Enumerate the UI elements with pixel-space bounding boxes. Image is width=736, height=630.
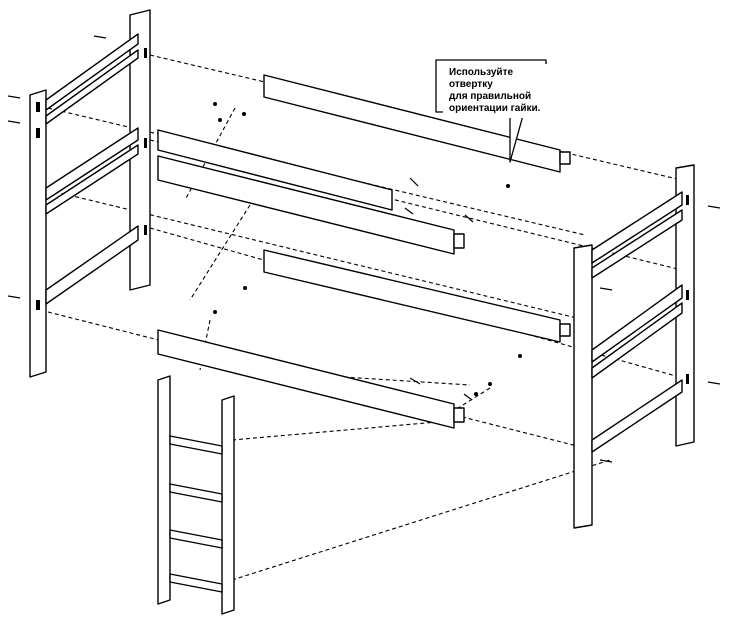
ladder-left-stile — [157, 375, 171, 605]
bolt — [707, 381, 721, 385]
left-post-slot-mid — [36, 128, 40, 138]
left-headboard — [29, 9, 151, 378]
bolt — [404, 207, 414, 215]
left-top-rail — [45, 33, 139, 111]
side-rails — [157, 74, 571, 429]
bolt — [464, 214, 474, 223]
right-back-post — [675, 164, 695, 447]
right-headboard — [573, 164, 695, 529]
front-upper-rail-a — [157, 129, 393, 211]
left-front-post — [29, 89, 47, 378]
nut — [218, 118, 222, 122]
left-back-slot-bottom — [144, 225, 147, 235]
ladder-right-stile — [221, 395, 235, 615]
bolt — [409, 377, 421, 385]
nut — [243, 286, 247, 290]
bolt — [7, 120, 21, 124]
back-upper-rail-tenon — [559, 151, 571, 165]
bolt — [707, 205, 721, 209]
left-bottom-rail — [45, 225, 139, 305]
bolt — [7, 95, 21, 99]
back-lower-rail-tenon — [559, 323, 571, 337]
back-lower-rail — [263, 249, 561, 343]
left-middle-rail — [45, 127, 139, 201]
left-back-slot-mid — [144, 138, 147, 148]
bolt — [599, 287, 613, 291]
ladder-rung-1 — [169, 435, 223, 455]
left-post-slot-bottom — [36, 300, 40, 310]
bolt — [93, 35, 107, 39]
front-lower-rail-tenon — [453, 407, 465, 423]
right-bottom-rail — [591, 379, 683, 453]
bolt — [599, 459, 613, 463]
bolt — [7, 295, 21, 299]
nut — [242, 112, 246, 116]
ladder-rung-2 — [169, 483, 223, 503]
nut — [506, 184, 510, 188]
bolt — [463, 393, 473, 401]
left-back-post — [129, 9, 151, 291]
right-back-slot-mid — [686, 290, 689, 300]
ladder — [157, 375, 235, 615]
hardware — [7, 35, 721, 463]
left-top-rail-inner — [45, 49, 139, 125]
right-top-rail-inner — [591, 209, 683, 279]
nut — [518, 354, 522, 358]
callout-note: Используйте отвертку для правильной орие… — [443, 64, 551, 118]
ladder-rung-3 — [169, 529, 223, 549]
right-back-slot-top — [686, 195, 689, 205]
front-upper-rail-tenon — [453, 233, 465, 249]
front-upper-rail-b — [157, 155, 455, 255]
right-middle-rail — [591, 284, 683, 363]
right-top-rail — [591, 191, 683, 264]
nut — [474, 392, 478, 396]
right-back-slot-bottom — [686, 374, 689, 384]
left-post-slot-top — [36, 102, 40, 112]
nut — [213, 102, 217, 106]
back-upper-rail — [263, 74, 561, 173]
left-middle-rail-inner — [45, 144, 139, 215]
left-back-slot-top — [144, 48, 147, 58]
right-front-post — [573, 244, 593, 529]
bolt — [409, 177, 419, 187]
nut — [488, 382, 492, 386]
front-lower-rail — [157, 329, 455, 429]
nut — [213, 310, 217, 314]
ladder-rung-4 — [169, 573, 223, 593]
right-middle-rail-inner — [591, 302, 683, 379]
